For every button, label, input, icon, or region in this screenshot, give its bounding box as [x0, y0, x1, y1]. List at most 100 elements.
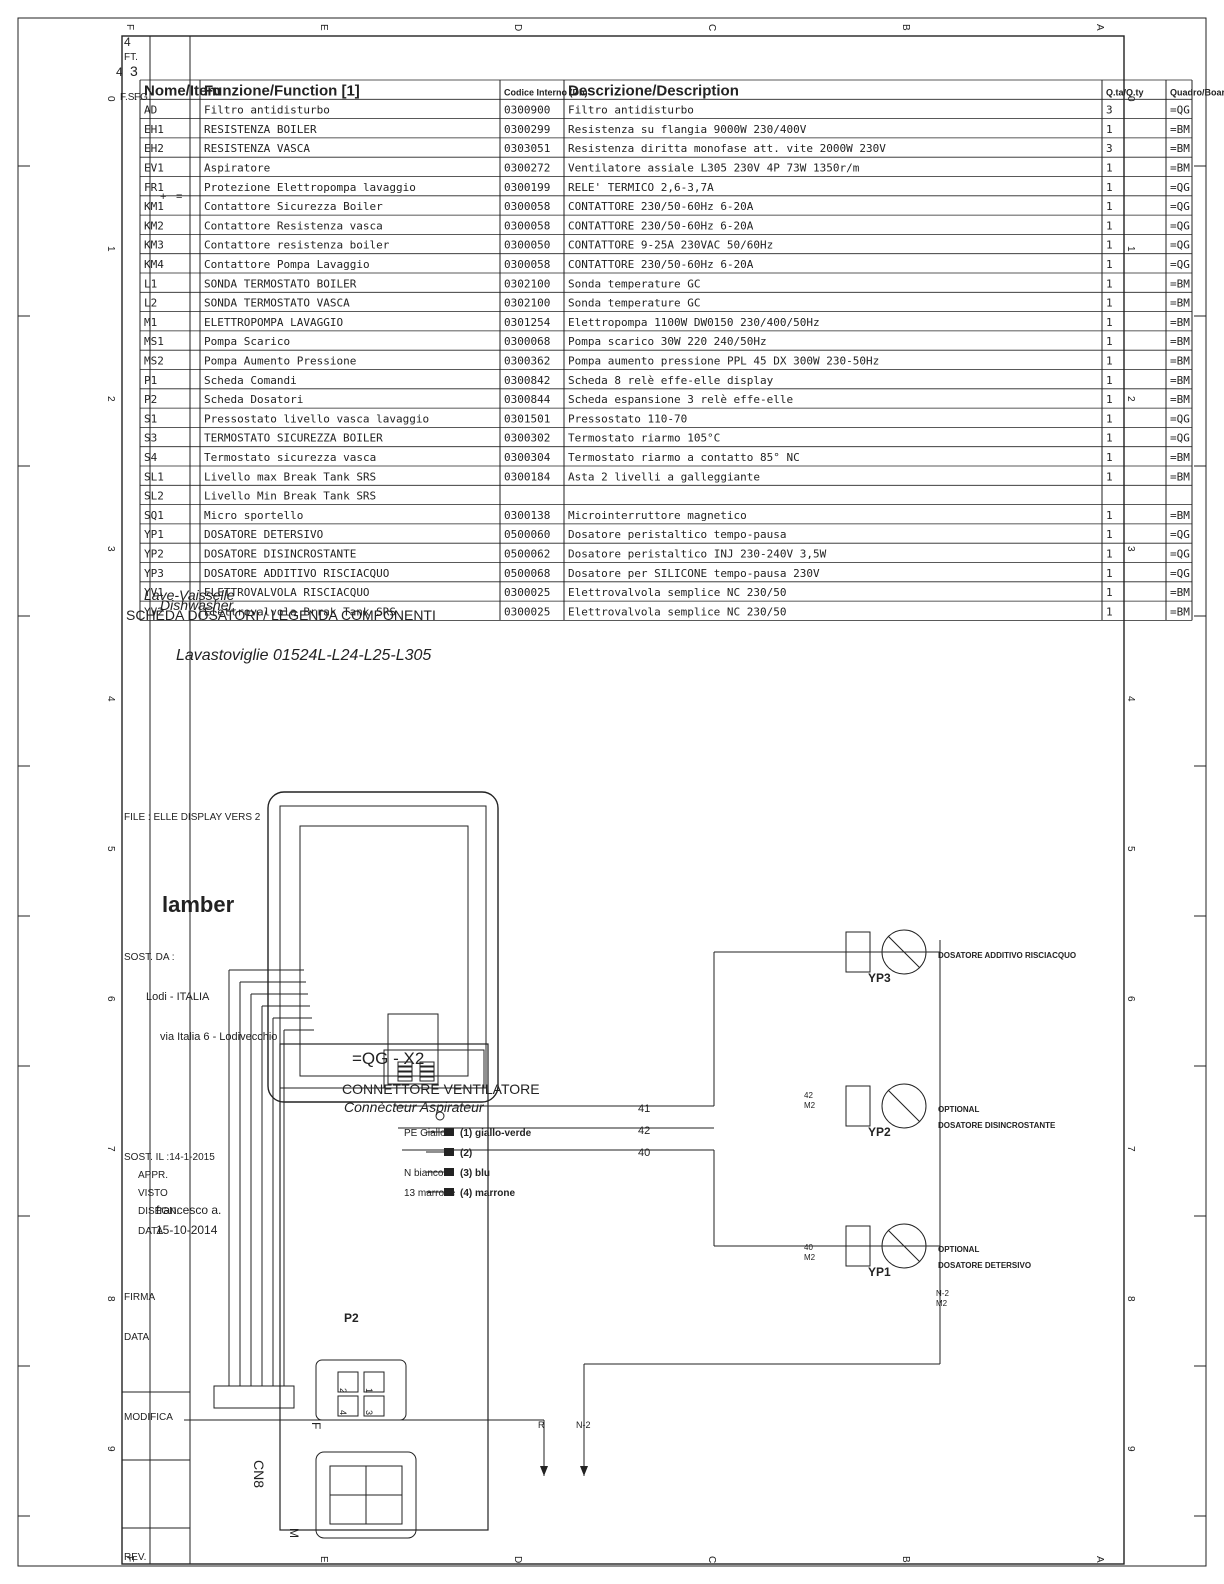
pin-block — [444, 1188, 454, 1196]
table-cell-function: Protezione Elettropompa lavaggio — [204, 181, 416, 194]
outer-border — [17, 17, 1207, 1567]
frame-row-letter: B — [900, 24, 911, 31]
frame-col-number: 4 — [1125, 696, 1136, 702]
frame-col-number: 1 — [1125, 246, 1136, 252]
tb-product-fr: Lave-Vaisselle — [144, 587, 235, 603]
table-cell-function: DOSATORE DISINCROSTANTE — [204, 548, 356, 561]
board-terminal-pin — [419, 1071, 435, 1077]
pin-block — [444, 1168, 454, 1176]
n-term-sub: M2 — [936, 1299, 948, 1308]
board-terminal-pin — [397, 1066, 413, 1072]
table-cell-qty: 1 — [1106, 316, 1113, 329]
table-cell-code: 0300050 — [504, 239, 550, 252]
table-cell-function: Pompa Aumento Pressione — [204, 355, 356, 368]
table-cell-description: Resistenza diritta monofase att. vite 20… — [568, 142, 886, 155]
table-cell-qty: 1 — [1106, 181, 1113, 194]
ground-circle — [435, 1111, 445, 1121]
table-cell-item: L2 — [144, 297, 157, 310]
table-cell-board: =BM — [1170, 374, 1190, 387]
table-cell-function: Livello Min Break Tank SRS — [204, 490, 376, 503]
table-cell-item: FR1 — [144, 181, 164, 194]
table-cell-board: =BM — [1170, 277, 1190, 290]
table-cell-function: Filtro antidisturbo — [204, 104, 330, 117]
female-pin-number: 2 — [338, 1388, 348, 1393]
board-p2-outline — [267, 791, 499, 1103]
table-cell-function: Micro sportello — [204, 509, 303, 522]
table-cell-function: DOSATORE ADDITIVO RISCIACQUO — [204, 567, 389, 580]
table-cell-code: 0300184 — [504, 470, 551, 483]
pin-label: (3) blu — [460, 1168, 490, 1179]
female-pin-number: 3 — [364, 1410, 374, 1415]
table-cell-qty: 1 — [1106, 605, 1113, 618]
tb-company: lamber — [162, 892, 235, 917]
wire-label-42: 42 — [638, 1125, 650, 1137]
table-cell-board: =BM — [1170, 509, 1190, 522]
table-cell-item: SL2 — [144, 490, 164, 503]
table-cell-item: KM1 — [144, 200, 164, 213]
table-cell-code: 0300199 — [504, 181, 550, 194]
table-cell-item: MS2 — [144, 355, 164, 368]
table-cell-board: =BM — [1170, 123, 1190, 136]
yp3-body — [845, 931, 871, 973]
table-cell-board: =QG — [1170, 567, 1190, 580]
tb-ft-label: FT. — [124, 52, 138, 63]
table-cell-board: =QG — [1170, 104, 1190, 117]
frame-col-number: 6 — [105, 996, 116, 1002]
table-cell-description: Pompa aumento pressione PPL 45 DX 300W 2… — [568, 355, 879, 368]
yp2-body — [845, 1085, 871, 1127]
table-cell-code: 0500068 — [504, 567, 550, 580]
table-cell-board: =QG — [1170, 239, 1190, 252]
table-cell-board: =QG — [1170, 432, 1190, 445]
table-cell-description: CONTATTORE 230/50-60Hz 6-20A — [568, 258, 754, 271]
tb-sym1: = — [176, 191, 182, 203]
table-cell-code: 0300058 — [504, 200, 550, 213]
table-cell-code: 0500060 — [504, 528, 550, 541]
tb-disegn-value: francesco a. — [156, 1203, 221, 1217]
table-cell-code: 0300025 — [504, 605, 550, 618]
table-cell-board: =QG — [1170, 258, 1190, 271]
table-cell-item: EH1 — [144, 123, 164, 136]
table-cell-board: =BM — [1170, 586, 1190, 599]
table-cell-qty: 1 — [1106, 509, 1113, 522]
table-cell-item: KM2 — [144, 219, 164, 232]
table-header-code: Codice Interno (Db) — [504, 87, 588, 97]
tb-address2: Lodi - ITALIA — [146, 991, 210, 1003]
table-cell-function: Pressostato livello vasca lavaggio — [204, 412, 429, 425]
table-cell-function: Termostato sicurezza vasca — [204, 451, 376, 464]
table-cell-description: Sonda temperature GC — [568, 277, 700, 290]
frame-row-letter: A — [1094, 1556, 1105, 1563]
frame-col-number: 8 — [105, 1296, 116, 1302]
frame-row-letter: A — [1094, 24, 1105, 31]
table-cell-code: 0300138 — [504, 509, 550, 522]
table-cell-qty: 1 — [1106, 586, 1113, 599]
table-cell-qty: 1 — [1106, 451, 1113, 464]
table-cell-qty: 1 — [1106, 432, 1113, 445]
table-cell-qty: 1 — [1106, 297, 1113, 310]
yp1-pump — [881, 1223, 927, 1269]
female-pin-number: 4 — [338, 1410, 348, 1415]
yp1-note2: DOSATORE DETERSIVO — [938, 1261, 1031, 1270]
yp1-note1: OPTIONAL — [938, 1245, 979, 1254]
table-cell-code: 0300299 — [504, 123, 550, 136]
table-cell-item: YP1 — [144, 528, 164, 541]
connector-subtitle: CONNETTORE VENTILATORE — [342, 1081, 540, 1097]
table-cell-board: =QG — [1170, 548, 1190, 561]
table-cell-qty: 1 — [1106, 200, 1113, 213]
table-cell-item: MS1 — [144, 335, 164, 348]
table-cell-code: 0303051 — [504, 142, 550, 155]
yp1-body — [845, 1225, 871, 1267]
fan-connector-box: =QG - X2 CONNETTORE VENTILATORE Connècte… — [279, 1043, 540, 1539]
yp1-arrow — [887, 1229, 921, 1263]
table-header-function: Funzione/Function [1] — [204, 82, 360, 99]
yp3-note1: DOSATORE ADDITIVO RISCIACQUO — [938, 951, 1076, 960]
tb-fs-value: 4 — [116, 65, 123, 79]
yp1-term-sub: M2 — [804, 1253, 816, 1262]
cn8-connector — [213, 1385, 295, 1409]
table-cell-code: 0300900 — [504, 104, 550, 117]
pin-label: (1) giallo-verde — [460, 1128, 532, 1139]
title-block: REV.MODIFICADATAFIRMADATA15-10-2014DISEG… — [116, 35, 436, 1564]
frame-row-letter: C — [706, 24, 717, 31]
table-cell-item: P2 — [144, 393, 157, 406]
